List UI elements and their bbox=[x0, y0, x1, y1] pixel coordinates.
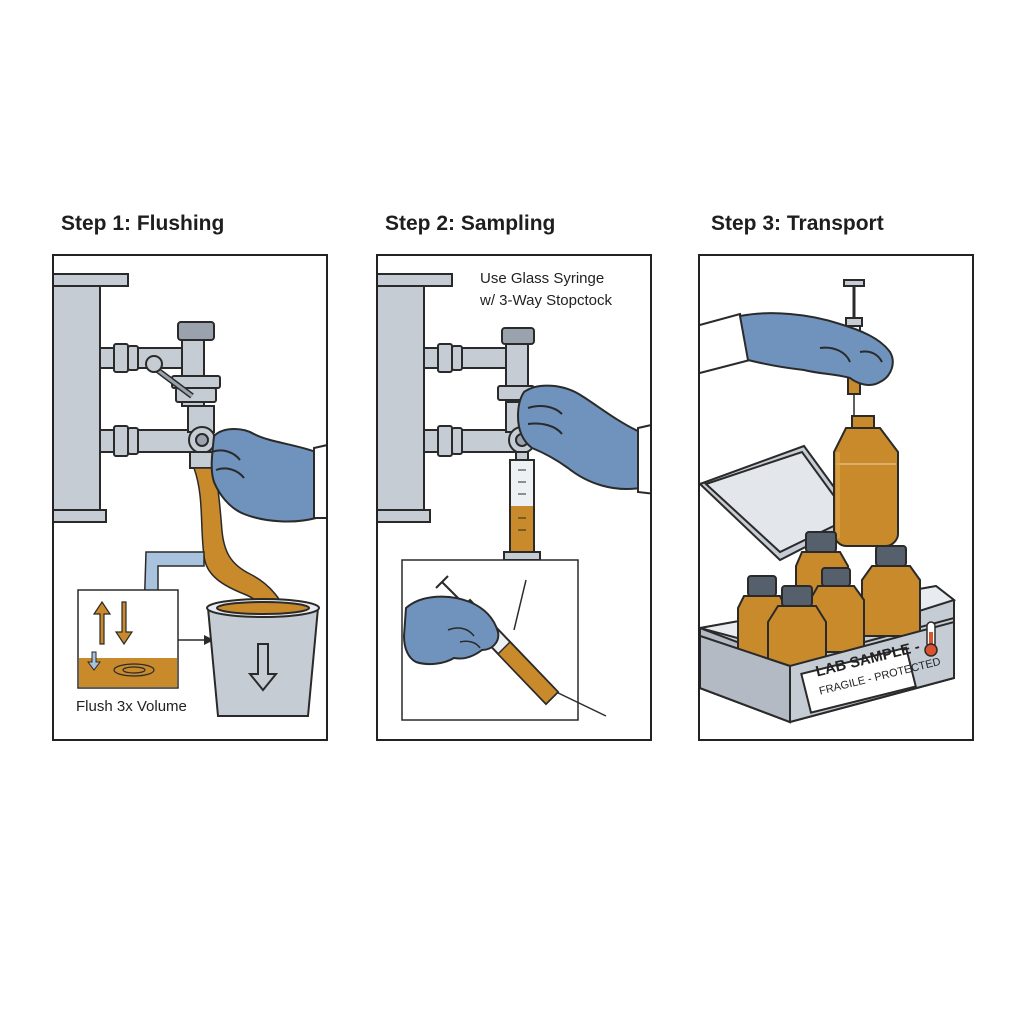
gloved-hand-icon bbox=[516, 384, 650, 495]
syringe-note-line-2: w/ 3-Way Stopctock bbox=[480, 292, 612, 309]
flushing-panel: Flush 3x Volume bbox=[52, 254, 328, 741]
flushing-illustration bbox=[54, 273, 326, 717]
syringe-inset bbox=[401, 559, 607, 721]
step-3-title: Step 3: Transport bbox=[711, 212, 884, 235]
step-1-title: Step 1: Flushing bbox=[61, 212, 225, 235]
upper-valve bbox=[99, 321, 221, 407]
transport-panel: LAB SAMPLE - FRAGILE - PROTECTED bbox=[698, 254, 974, 741]
sampling-illustration bbox=[378, 273, 650, 721]
waste-bucket bbox=[206, 598, 320, 717]
gloved-hand-icon bbox=[738, 312, 894, 386]
syringe-note-line-1: Use Glass Syringe bbox=[480, 270, 605, 287]
flush-caption: Flush 3x Volume bbox=[76, 698, 187, 715]
transport-illustration bbox=[700, 279, 957, 724]
amber-bottle bbox=[833, 415, 899, 547]
flush-volume-inset bbox=[77, 589, 179, 689]
sampling-panel: Use Glass Syringe w/ 3-Way Stopctock bbox=[376, 254, 652, 741]
process-tank bbox=[378, 273, 453, 523]
process-tank bbox=[54, 273, 129, 523]
upper-valve bbox=[423, 327, 535, 401]
gloved-hand-icon bbox=[210, 428, 326, 523]
step-2-title: Step 2: Sampling bbox=[385, 212, 556, 235]
sample-label bbox=[800, 646, 917, 714]
thermometer-icon bbox=[924, 621, 938, 657]
lower-valve bbox=[99, 405, 216, 469]
